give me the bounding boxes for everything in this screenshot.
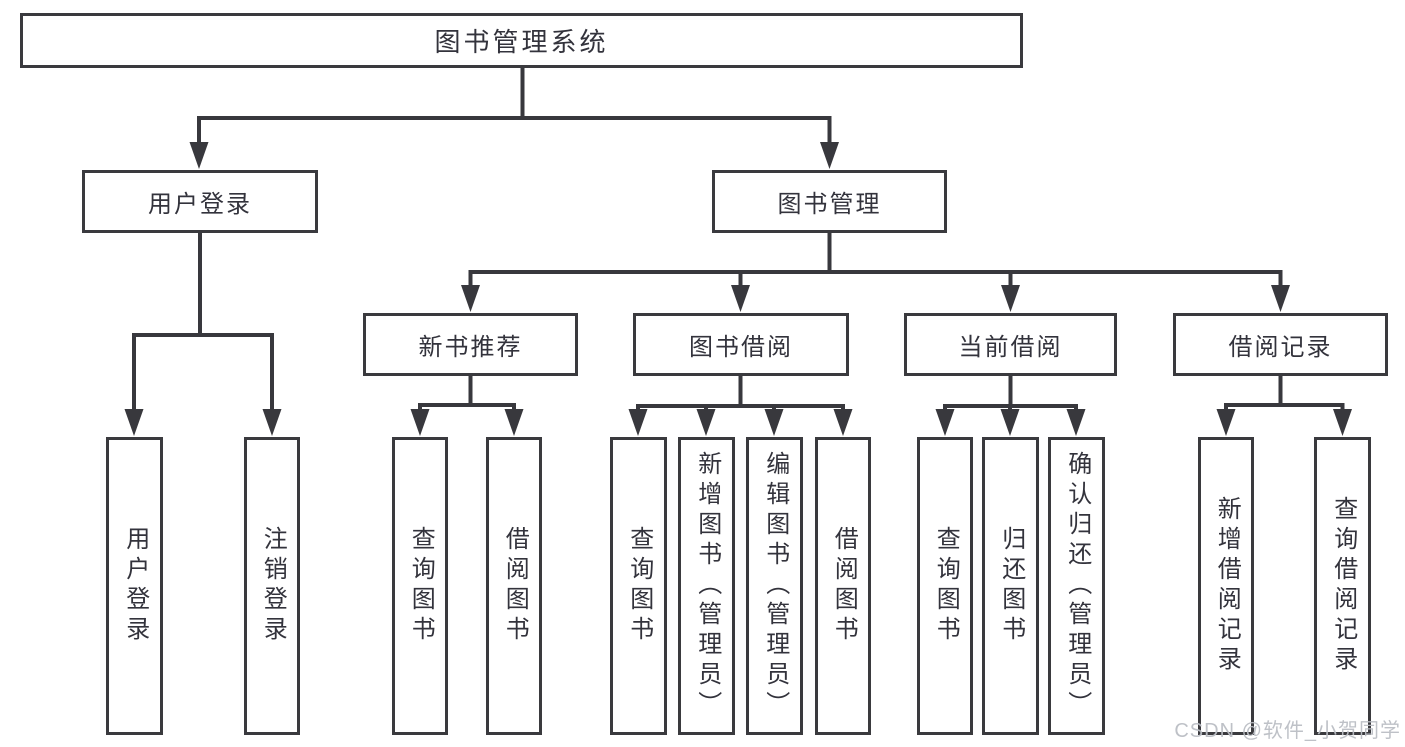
leaf-query-books-current: 查询图书: [917, 437, 973, 735]
node-book-management: 图书管理: [712, 170, 947, 233]
leaf-confirm-return-admin: 确认归还（管理员）: [1048, 437, 1105, 735]
leaf-label: 新增借阅记录: [1213, 496, 1241, 676]
leaf-label: 查询图书: [625, 526, 653, 646]
node-borrow-records: 借阅记录: [1173, 313, 1388, 376]
node-new-book-recommend: 新书推荐: [363, 313, 578, 376]
leaf-add-book-admin: 新增图书（管理员）: [678, 437, 735, 735]
leaf-query-books-borrow: 查询图书: [610, 437, 667, 735]
leaf-label: 查询图书: [407, 526, 435, 646]
leaf-label: 确认归还（管理员）: [1063, 451, 1091, 721]
node-current-borrow: 当前借阅: [904, 313, 1117, 376]
leaf-label: 归还图书: [997, 526, 1025, 646]
leaf-query-books-recommend: 查询图书: [392, 437, 448, 735]
leaf-label: 查询借阅记录: [1329, 496, 1357, 676]
leaf-edit-book-admin: 编辑图书（管理员）: [746, 437, 803, 735]
leaf-query-borrow-record: 查询借阅记录: [1314, 437, 1371, 735]
leaf-add-borrow-record: 新增借阅记录: [1198, 437, 1254, 735]
leaf-label: 查询图书: [932, 526, 960, 646]
leaf-label: 借阅图书: [501, 526, 529, 646]
node-book-borrow: 图书借阅: [633, 313, 849, 376]
leaf-return-book: 归还图书: [982, 437, 1039, 735]
node-root: 图书管理系统: [20, 13, 1023, 68]
leaf-user-login: 用户登录: [106, 437, 163, 735]
leaf-label: 借阅图书: [830, 526, 858, 646]
leaf-borrow-books: 借阅图书: [815, 437, 871, 735]
leaf-label: 新增图书（管理员）: [693, 451, 721, 721]
leaf-borrow-books-recommend: 借阅图书: [486, 437, 542, 735]
leaf-label: 注销登录: [259, 526, 287, 646]
leaf-label: 用户登录: [121, 526, 149, 646]
csdn-watermark: CSDN @软件_小贺同学: [1174, 720, 1401, 742]
node-user-login: 用户登录: [82, 170, 318, 233]
leaf-logout: 注销登录: [244, 437, 300, 735]
leaf-label: 编辑图书（管理员）: [761, 451, 789, 721]
